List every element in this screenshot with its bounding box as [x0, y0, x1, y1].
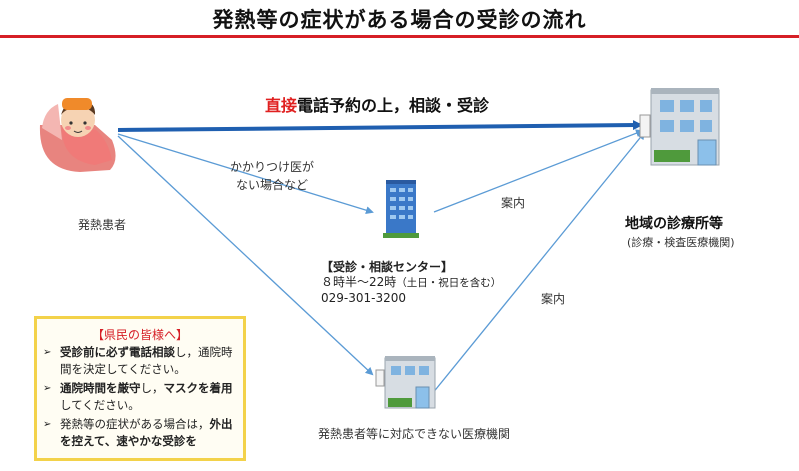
center-title: 【受診・相談センター】	[321, 260, 501, 275]
clinic-title: 地域の診療所等	[625, 213, 723, 233]
notice-list: ➢受診前に必ず電話相談し，通院時間を決定してください。 ➢通院時間を厳守し，マス…	[43, 344, 241, 452]
sick-patient-icon	[40, 98, 116, 172]
clinic-building-icon	[640, 88, 719, 165]
patient-label: 発熱患者	[78, 216, 126, 233]
arrow-bullet-icon: ➢	[43, 380, 51, 397]
hospital-building-icon	[376, 356, 435, 408]
office-tower-icon	[383, 180, 419, 238]
center-hours-note: （土日・祝日を含む）	[396, 277, 501, 289]
notice-item: ➢ 通院時間を厳守し，マスクを着用してください。	[43, 380, 241, 414]
direct-highlight: 直接	[265, 96, 297, 115]
no-regular-doctor-note: かかりつけ医が ない場合など	[222, 158, 322, 194]
notice-item-bold: 通院時間を厳守	[60, 381, 141, 395]
no-doctor-line-2: ない場合など	[222, 176, 322, 194]
notice-item: ➢受診前に必ず電話相談し，通院時間を決定してください。	[43, 344, 241, 378]
arrow-bullet-icon: ➢	[43, 416, 51, 433]
notice-item-text: 発熱等の症状がある場合は，	[60, 417, 210, 431]
direct-arrow	[118, 125, 640, 130]
center-hours-main: ８時半～22時	[321, 275, 396, 289]
notice-item-text: し，	[141, 381, 164, 395]
notice-item: ➢発熱等の症状がある場合は，外出を控えて、速やかな受診を	[43, 416, 241, 450]
guide-label-hospital: 案内	[541, 290, 565, 307]
center-hours: ８時半～22時（土日・祝日を含む）	[321, 275, 501, 291]
consultation-center-info: 【受診・相談センター】 ８時半～22時（土日・祝日を含む） 029-301-32…	[321, 260, 501, 306]
arrow-center-to-clinic	[434, 131, 642, 212]
direct-flow-label: 直接電話予約の上，相談・受診	[265, 92, 489, 116]
direct-rest: 電話予約の上，相談・受診	[297, 96, 489, 115]
guide-label-center: 案内	[501, 194, 525, 211]
notice-item-text-2: してください。	[60, 398, 140, 412]
clinic-subtitle: (診療・検査医療機関)	[627, 234, 735, 250]
arrow-bullet-icon: ➢	[43, 344, 51, 361]
notice-box: 【県民の皆様へ】 ➢受診前に必ず電話相談し，通院時間を決定してください。 ➢通院…	[34, 316, 246, 461]
no-doctor-line-1: かかりつけ医が	[222, 158, 322, 176]
notice-item-bold-2: マスクを着用	[164, 381, 233, 395]
notice-title: 【県民の皆様へ】	[37, 326, 243, 343]
cannot-handle-label: 発熱患者等に対応できない医療機関	[318, 425, 510, 442]
notice-item-bold: 受診前に必ず電話相談	[60, 345, 175, 359]
center-phone: 029-301-3200	[321, 291, 501, 306]
